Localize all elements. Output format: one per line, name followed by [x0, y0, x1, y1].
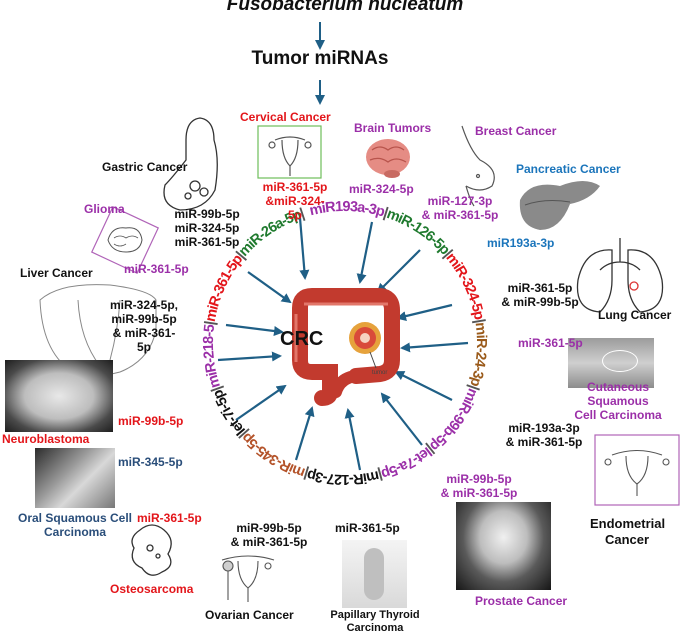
- ovarian-mirnas: miR-99b-5p & miR-361-5p: [230, 521, 308, 549]
- arrows-to-crc: [217, 217, 469, 471]
- diagram-title: Fusobacterium nucleatum: [226, 0, 464, 15]
- cervical-mirnas: miR-361-5p &miR-324-5p: [262, 180, 328, 222]
- ring-separator: |: [381, 205, 390, 222]
- pancreatic-mirnas: miR193a-3p: [487, 236, 555, 250]
- pancreatic-cancer-label: Pancreatic Cancer: [516, 162, 621, 176]
- arrow-gastric: [247, 271, 292, 304]
- arrow-neuroblastoma: [217, 351, 282, 362]
- thyroid-mirnas: miR-361-5p: [335, 521, 400, 535]
- ring-separator: |: [298, 206, 307, 223]
- brain-icon: [366, 139, 410, 178]
- ring-mirna-5: miR-99b-5p: [426, 386, 481, 454]
- oral-cancer-label: Oral Squamous Cell Carcinoma: [17, 511, 133, 539]
- oral-lesion-photo: [35, 448, 115, 508]
- ring-mirna-9: let-7i-5p: [210, 387, 249, 438]
- crc-label: CRC: [280, 328, 324, 350]
- ring-mirna-1: miR193a-3p: [308, 199, 387, 221]
- osteosarcoma-label: Osteosarcoma: [110, 582, 194, 596]
- arrow-cervical: [298, 217, 310, 280]
- endometrium-icon: [604, 449, 670, 496]
- ring-separator: |: [465, 383, 482, 392]
- thyroid-cancer-label: Papillary Thyroid Carcinoma: [330, 609, 420, 634]
- svg-text:tumor: tumor: [372, 370, 387, 376]
- prostate-mirnas: miR-99b-5p & miR-361-5p: [440, 472, 518, 500]
- cutaneous-cancer-label: Cutaneous Squamous Cell Carcinoma: [574, 380, 662, 422]
- glioma-box: [90, 205, 160, 275]
- liver-cancer-label: Liver Cancer: [20, 266, 93, 280]
- ring-separator: |: [202, 319, 218, 326]
- endometrial-cancer-label: Endometrial Cancer: [590, 516, 666, 547]
- osteosarcoma-mirnas: miR-361-5p: [137, 511, 202, 525]
- arrow-breast: [376, 249, 421, 294]
- pancreas-icon: [519, 181, 600, 230]
- ring-separator: |: [376, 466, 384, 483]
- ring-separator: |: [302, 465, 311, 482]
- cutaneous-lesion-photo: [568, 338, 654, 388]
- prostate-scan-photo: [456, 502, 551, 590]
- cervical-cancer-label: Cervical Cancer: [240, 110, 331, 124]
- ovarian-cancer-label: Ovarian Cancer: [205, 608, 294, 622]
- arrow-brain: [356, 221, 374, 284]
- arrow-liver: [225, 323, 284, 336]
- endometrial-mirnas: miR-193a-3p & miR-361-5p: [505, 421, 583, 449]
- breast-icon: [461, 125, 495, 207]
- ring-mirna-4: miR-24-3p: [466, 322, 489, 389]
- liver-mirnas: miR-324-5p, miR-99b-5p & miR-361-5p: [109, 298, 179, 354]
- arrow-oral: [235, 384, 287, 421]
- mirna-ring: miR193a-3p|miR-126-5p|miR-324-5p|miR-24-…: [201, 199, 489, 487]
- uterus-icon: [268, 136, 312, 176]
- arrow-lung: [400, 341, 469, 353]
- prostate-cancer-label: Prostate Cancer: [475, 594, 568, 608]
- colon-illustration: tumor: [292, 288, 400, 406]
- gastric-mirnas: miR-99b-5p miR-324-5p miR-361-5p: [174, 207, 240, 249]
- gastric-cancer-label: Gastric Cancer: [102, 160, 188, 174]
- ring-mirna-3: miR-324-5p: [442, 250, 486, 322]
- cutaneous-mirnas: miR-361-5p: [518, 336, 583, 350]
- ring-separator: |: [209, 384, 226, 393]
- lung-mirnas: miR-361-5p & miR-99b-5p: [501, 281, 579, 309]
- arrow-endometrial: [380, 392, 423, 446]
- lung-icon: [576, 238, 664, 313]
- tumor-mirnas-label: Tumor miRNAs: [251, 48, 389, 69]
- bone-tumor-icon: [131, 524, 172, 576]
- ring-mirna-7: miR-127-3p: [305, 466, 380, 487]
- neuroblastoma-label: Neuroblastoma: [2, 432, 90, 446]
- glioma-mirnas: miR-361-5p: [124, 262, 189, 276]
- breast-mirnas: miR-127-3p & miR-361-5p: [421, 194, 499, 222]
- ovary-icon: [221, 555, 275, 602]
- arrow-prostate: [344, 408, 362, 471]
- ring-mirna-11: miR-361-5p: [203, 251, 247, 323]
- glioma-label: Glioma: [84, 202, 125, 216]
- ring-mirna-6: let-7a-5p: [379, 443, 435, 482]
- arrow-ovarian: [294, 406, 315, 461]
- ring-separator: |: [471, 318, 487, 325]
- thyroid-neck-image: [342, 540, 407, 608]
- ring-mirna-10: miR-218-5: [201, 323, 224, 390]
- oral-mirnas: miR-345-5p: [118, 455, 183, 469]
- arrow-pancreatic: [396, 303, 453, 321]
- brain-tumors-label: Brain Tumors: [354, 121, 432, 135]
- brain-mirnas: miR-324-5p: [349, 182, 414, 196]
- stomach-icon: [163, 117, 218, 211]
- neuroblastoma-photo: [5, 360, 113, 432]
- breast-cancer-label: Breast Cancer: [475, 124, 557, 138]
- lung-cancer-label: Lung Cancer: [598, 308, 672, 322]
- neuroblastoma-mirnas: miR-99b-5p: [118, 414, 184, 428]
- arrow-cutaneous: [394, 371, 453, 401]
